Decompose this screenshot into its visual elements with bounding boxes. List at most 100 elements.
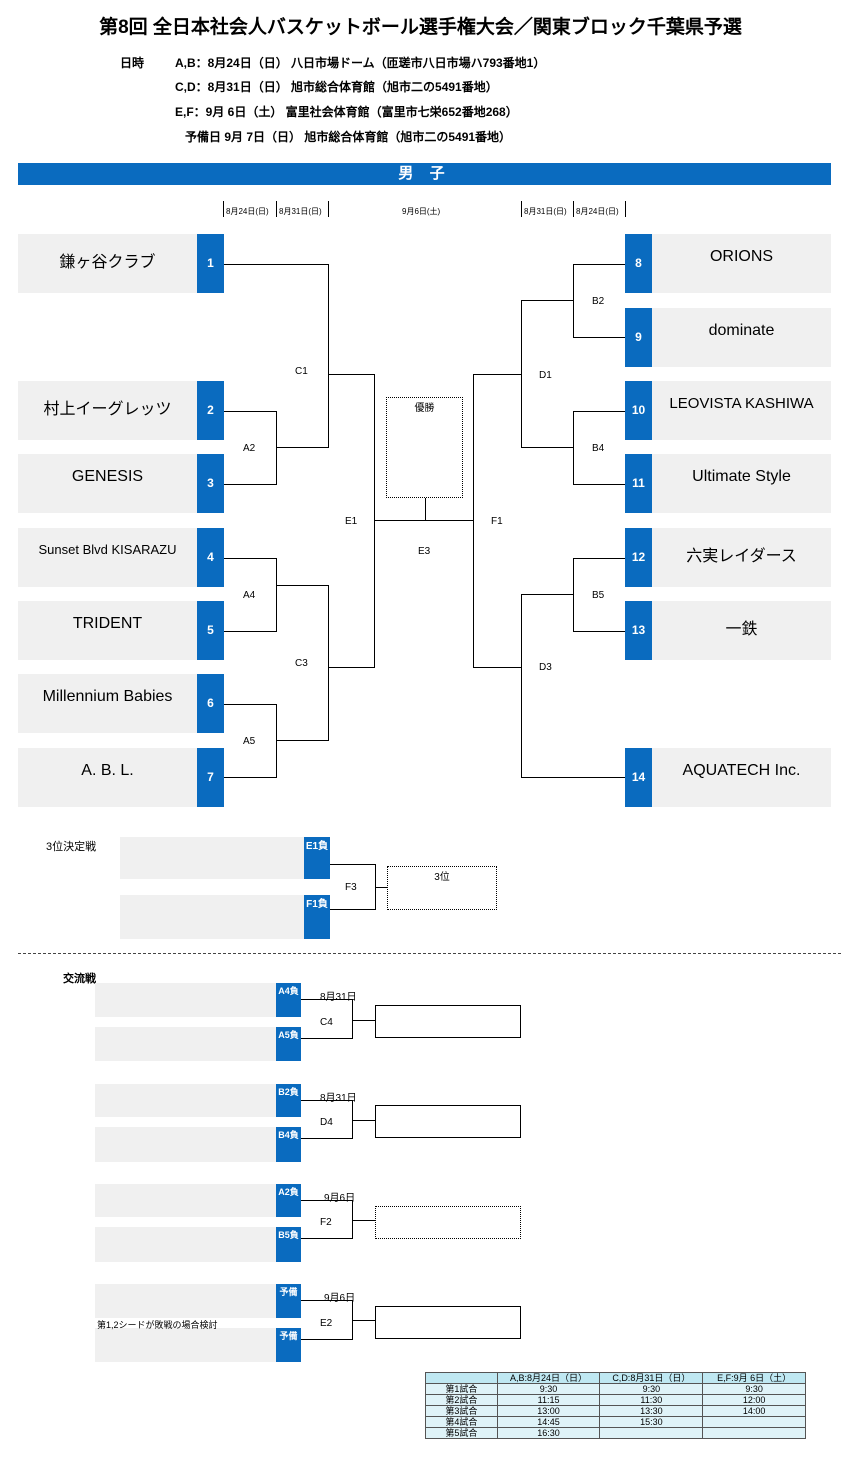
bracket-line	[573, 558, 574, 632]
third-place-box	[387, 866, 497, 910]
team-name: 鎌ヶ谷クラブ	[59, 254, 156, 271]
team-slot	[95, 1227, 276, 1262]
bracket-line	[521, 594, 522, 778]
bracket-line	[276, 740, 329, 741]
game-label: D4	[320, 1117, 333, 1128]
bracket-line	[224, 704, 277, 705]
bracket-line	[352, 1200, 353, 1239]
seed-badge: 11	[625, 454, 652, 513]
table-cell: 9:30	[702, 1383, 806, 1395]
table-header-row: A,B:8月24日（日） C,D:8月31日（日） E,F:9月 6日（土）	[425, 1372, 806, 1384]
table-cell: 11:15	[496, 1394, 601, 1406]
game-label: C4	[320, 1017, 333, 1028]
bracket-line	[375, 887, 387, 888]
divider	[18, 953, 841, 954]
team-name: Sunset Blvd KISARAZU	[38, 542, 177, 557]
date-header: 8月31日(日)	[279, 207, 322, 216]
bracket-line	[301, 1339, 353, 1340]
bracket-line	[521, 777, 625, 778]
team-name: 六実レイダース	[686, 548, 797, 565]
game-label: F3	[345, 882, 357, 893]
divider	[223, 201, 224, 217]
date-header: 8月24日(日)	[576, 207, 619, 216]
bracket-line	[352, 1120, 375, 1121]
table-row: 第4試合 14:45 15:30	[425, 1416, 806, 1428]
divider	[625, 201, 626, 217]
divider	[573, 201, 574, 217]
team-name: A. B. L.	[81, 762, 134, 779]
loser-badge: B5負	[276, 1227, 301, 1262]
bracket-line	[521, 300, 574, 301]
game-label: F2	[320, 1217, 332, 1228]
team-slot	[95, 1127, 276, 1162]
team-slot	[120, 837, 304, 879]
game-date: 9月6日	[324, 1193, 356, 1204]
team-slot	[95, 1328, 276, 1362]
bracket-line	[330, 864, 376, 865]
bracket-line	[374, 520, 474, 521]
game-label: B2	[592, 296, 605, 307]
seed-badge: 14	[625, 748, 652, 807]
seed-badge: 5	[197, 601, 224, 660]
game-label: E2	[320, 1318, 333, 1329]
date-header: 8月24日(日)	[226, 207, 269, 216]
bracket-line	[352, 999, 353, 1039]
reserve-badge: 予備	[276, 1284, 301, 1318]
loser-badge: B4負	[276, 1127, 301, 1162]
bracket-line	[301, 1138, 353, 1139]
seed-badge: 4	[197, 528, 224, 587]
team-slot	[95, 983, 276, 1017]
loser-badge: A4負	[276, 983, 301, 1017]
table-cell	[425, 1372, 498, 1384]
schedule-line: C,D：8月31日（日） 旭市総合体育館（旭市二の5491番地）	[175, 80, 498, 94]
loser-badge: B2負	[276, 1084, 301, 1117]
result-box	[375, 1206, 521, 1239]
schedule-line: 予備日 9月 7日（日） 旭市総合体育館（旭市二の5491番地）	[185, 130, 512, 144]
champion-label: 優勝	[414, 403, 435, 414]
loser-badge: F1負	[304, 895, 330, 939]
note-text: 第1,2シードが敗戦の場合検討	[97, 1320, 218, 1330]
result-box	[375, 1005, 521, 1038]
bracket-line	[224, 484, 277, 485]
game-label: B4	[592, 443, 605, 454]
team-row-left-5: TRIDENT	[18, 601, 197, 660]
champion-box	[386, 397, 463, 498]
bracket-line	[224, 558, 277, 559]
team-row-right-10: LEOVISTA KASHIWA	[652, 381, 831, 440]
game-label: A2	[243, 443, 256, 454]
team-slot	[95, 1084, 276, 1117]
game-label: A4	[243, 590, 256, 601]
page-title: 第8回 全日本社会人バスケットボール選手権大会／関東ブロック千葉県予選	[99, 17, 742, 38]
bracket-line	[301, 1100, 353, 1101]
bracket-line	[301, 1038, 353, 1039]
team-row-right-9: dominate	[652, 308, 831, 367]
reserve-badge: 予備	[276, 1328, 301, 1362]
date-header: 9月6日(土)	[402, 207, 441, 216]
table-cell: 第5試合	[425, 1427, 498, 1439]
game-label: E3	[418, 546, 431, 557]
section-label: 3位決定戦	[46, 841, 97, 853]
table-cell	[702, 1427, 806, 1439]
seed-badge: 8	[625, 234, 652, 293]
table-cell: 第4試合	[425, 1416, 498, 1428]
schedule-line: E,F：9月 6日（土） 富里社会体育館（富里市七栄652番地268）	[175, 105, 518, 119]
bracket-line	[474, 374, 522, 375]
game-label: D3	[539, 662, 552, 673]
bracket-line	[573, 264, 574, 338]
loser-badge: A2負	[276, 1184, 301, 1217]
table-cell: 15:30	[599, 1416, 704, 1428]
table-cell: E,F:9月 6日（土）	[702, 1372, 806, 1384]
team-row-right-11: Ultimate Style	[652, 454, 831, 513]
team-row-left-6: Millennium Babies	[18, 674, 197, 733]
divider	[276, 201, 277, 217]
team-name: Ultimate Style	[692, 468, 791, 485]
team-name: GENESIS	[71, 468, 144, 485]
team-slot	[95, 1184, 276, 1217]
table-cell	[702, 1416, 806, 1428]
bracket-line	[301, 999, 353, 1000]
schedule-label: 日時	[120, 56, 145, 70]
bracket-line	[224, 264, 329, 265]
bracket-line	[330, 909, 376, 910]
seed-badge: 2	[197, 381, 224, 440]
game-date: 9月6日	[324, 1293, 356, 1304]
